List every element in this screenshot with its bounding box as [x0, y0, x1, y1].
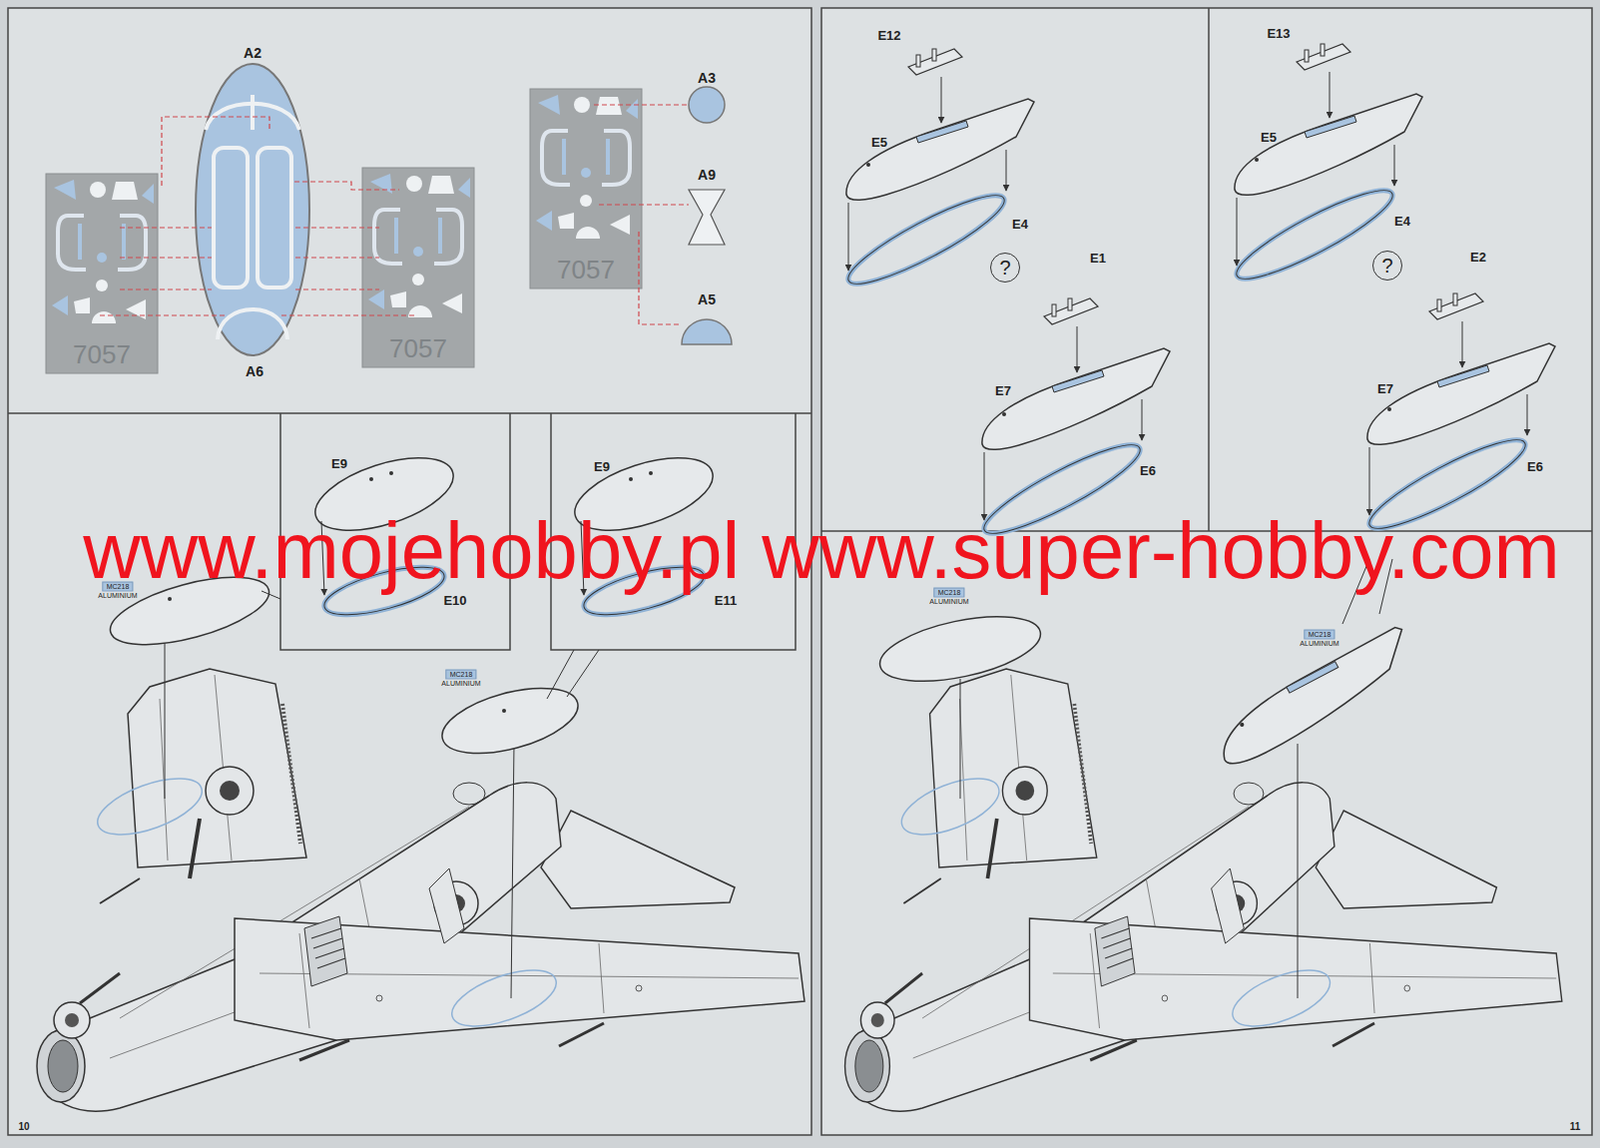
line-art — [1206, 625, 1420, 765]
line-art — [161, 116, 270, 186]
line-art — [511, 743, 515, 999]
aircraft — [36, 668, 1563, 1111]
node-caption: ALUMINIUM — [1298, 639, 1340, 648]
sheet-number: 7057 — [389, 334, 448, 364]
paint-code-chip: MC218ALUMINIUM — [440, 669, 482, 689]
part-number: A2 — [243, 45, 262, 61]
line-art — [1228, 43, 1423, 292]
line-art — [593, 103, 687, 105]
line-art — [119, 256, 212, 258]
sheet-number: 7057 — [556, 255, 615, 285]
line-art — [638, 231, 681, 325]
line-art — [1207, 7, 1210, 532]
part-number: E7 — [995, 384, 1012, 399]
line-art — [45, 173, 158, 374]
node-text: MC218 — [1304, 629, 1336, 640]
line-art — [1361, 293, 1556, 541]
line-art — [598, 203, 689, 205]
part-number: E12 — [877, 28, 901, 43]
line-art — [628, 477, 633, 482]
line-art — [119, 288, 212, 290]
line-art — [250, 94, 255, 130]
part-number: E4 — [1012, 217, 1029, 232]
part-number: A5 — [697, 292, 716, 308]
part-number: E9 — [331, 457, 348, 472]
mask-sheets — [45, 63, 732, 374]
part-number: A3 — [697, 70, 716, 86]
part-number: E10 — [443, 593, 467, 608]
line-art — [257, 147, 292, 288]
part-number: E9 — [593, 460, 610, 475]
line-art — [7, 412, 812, 415]
line-art — [369, 477, 374, 482]
line-art — [217, 309, 288, 340]
part-number: E5 — [871, 135, 888, 150]
line-art — [688, 86, 725, 123]
line-art — [1297, 743, 1299, 999]
page-number: 10 — [17, 1120, 29, 1132]
line-art — [874, 604, 1047, 694]
line-art — [99, 314, 225, 316]
node-caption: ALUMINIUM — [440, 679, 482, 688]
part-number: E5 — [1260, 130, 1277, 145]
mounted-tanks — [103, 558, 1421, 999]
line-art — [648, 471, 653, 476]
node-text: ? — [999, 257, 1011, 278]
part-number: E2 — [1470, 250, 1487, 265]
part-number: E7 — [1377, 382, 1394, 397]
line-art — [688, 189, 725, 245]
query-circle: ? — [1372, 250, 1403, 281]
line-art — [389, 471, 394, 476]
line-art — [845, 668, 1563, 1111]
line-art — [362, 167, 475, 368]
node-text: ? — [1381, 255, 1393, 276]
line-art — [99, 104, 689, 325]
paint-code-chip: MC218ALUMINIUM — [1298, 629, 1340, 649]
part-number: A6 — [245, 364, 264, 380]
node-caption: ALUMINIUM — [928, 597, 970, 606]
line-art — [167, 596, 172, 601]
line-art — [281, 314, 415, 316]
node-text: MC218 — [446, 669, 478, 680]
line-art — [546, 649, 574, 699]
page-number: 11 — [1570, 1120, 1582, 1132]
query-circle: ? — [990, 252, 1021, 283]
line-art — [566, 649, 599, 697]
line-art — [213, 147, 248, 288]
part-number: E13 — [1266, 26, 1290, 41]
part-number: E1 — [1089, 251, 1106, 266]
part-number: E11 — [714, 593, 737, 608]
part-number: E4 — [1394, 214, 1411, 229]
line-art — [530, 88, 642, 289]
line-art — [681, 319, 732, 345]
line-art — [960, 678, 962, 799]
sheet-number: 7057 — [72, 340, 131, 370]
line-art — [295, 226, 380, 228]
line-art — [294, 181, 400, 190]
part-number: E6 — [1139, 464, 1156, 479]
part-number: E6 — [1527, 460, 1544, 475]
part-number: A9 — [697, 167, 716, 183]
line-art — [502, 708, 507, 713]
line-art — [195, 63, 310, 356]
line-art — [119, 226, 212, 228]
line-art — [435, 675, 585, 766]
line-art — [164, 638, 166, 799]
watermark: www.mojehobby.pl www.super-hobby.com — [82, 507, 1561, 595]
page-frames — [7, 7, 1593, 1135]
line-art — [36, 668, 805, 1111]
line-art — [295, 256, 380, 258]
line-art — [840, 48, 1035, 297]
line-art — [295, 288, 380, 290]
